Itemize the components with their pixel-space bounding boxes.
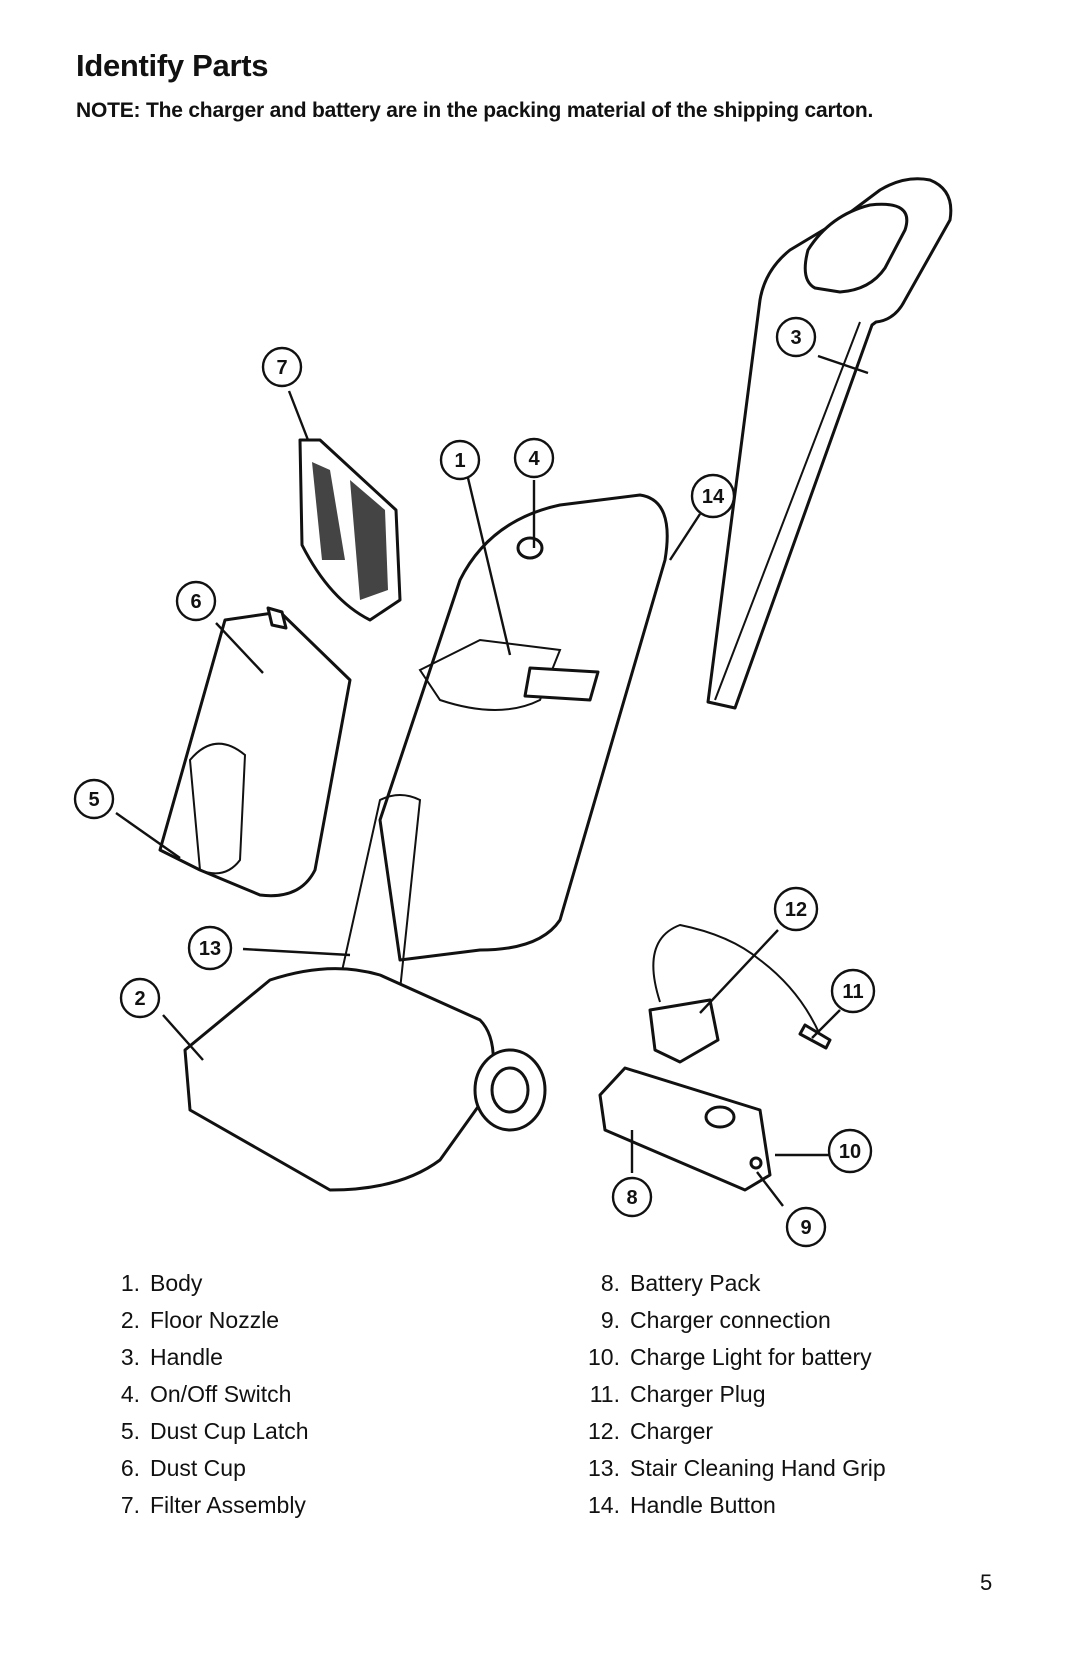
callout-12: 12 — [773, 886, 819, 932]
body-illustration — [339, 493, 669, 991]
callout-4: 4 — [513, 437, 555, 479]
svg-text:8: 8 — [626, 1187, 637, 1209]
list-item: 11.Charger Plug — [589, 1381, 766, 1407]
list-item: 12.Charger — [588, 1418, 714, 1444]
callout-8: 8 — [611, 1176, 653, 1218]
list-item: 2.Floor Nozzle — [120, 1307, 280, 1333]
svg-text:3: 3 — [790, 327, 801, 349]
svg-text:11: 11 — [842, 981, 863, 1003]
svg-text:10: 10 — [839, 1141, 861, 1163]
battery-pack-illustration — [598, 1066, 772, 1192]
callout-6: 6 — [175, 580, 217, 622]
list-item: 1.Body — [120, 1270, 203, 1296]
parts-list-left: 1.Body 2.Floor Nozzle 3.Handle 4.On/Off … — [80, 1265, 309, 1524]
handle-illustration — [706, 177, 953, 710]
list-item: 10.Charge Light for battery — [588, 1344, 872, 1370]
packing-note: NOTE: The charger and battery are in the… — [76, 99, 874, 122]
callout-9: 9 — [785, 1206, 827, 1248]
parts-list-right: 8.Battery Pack 9.Charger connection 10.C… — [560, 1265, 886, 1524]
svg-text:2: 2 — [134, 988, 145, 1010]
svg-text:7: 7 — [276, 357, 287, 379]
list-item: 5.Dust Cup Latch — [120, 1418, 309, 1444]
list-item: 14.Handle Button — [588, 1492, 776, 1518]
callout-3: 3 — [775, 316, 817, 358]
callout-11: 11 — [830, 968, 876, 1014]
leader-lines — [115, 354, 869, 1207]
svg-text:6: 6 — [190, 591, 201, 613]
page-number: 5 — [980, 1570, 993, 1595]
svg-text:9: 9 — [800, 1217, 811, 1239]
svg-text:14: 14 — [702, 486, 725, 508]
callout-7: 7 — [261, 346, 303, 388]
list-item: 7.Filter Assembly — [120, 1492, 306, 1518]
charger-illustration — [648, 923, 832, 1064]
svg-text:13: 13 — [199, 938, 221, 960]
svg-text:1: 1 — [454, 450, 465, 472]
list-item: 9.Charger connection — [600, 1307, 831, 1333]
dust-cup-illustration — [158, 606, 352, 898]
callout-14: 14 — [690, 473, 736, 519]
list-item: 8.Battery Pack — [600, 1270, 761, 1296]
list-item: 3.Handle — [120, 1344, 223, 1370]
callout-1: 1 — [439, 439, 481, 481]
svg-text:4: 4 — [528, 448, 540, 470]
callout-10: 10 — [827, 1128, 873, 1174]
parts-diagram: 1 2 3 4 5 6 7 8 9 10 11 12 13 14 — [73, 177, 953, 1248]
svg-text:12: 12 — [785, 899, 807, 921]
list-item: 6.Dust Cup — [120, 1455, 246, 1481]
callout-5: 5 — [73, 778, 115, 820]
page-title: Identify Parts — [76, 48, 269, 83]
list-item: 13.Stair Cleaning Hand Grip — [588, 1455, 886, 1481]
callout-13: 13 — [187, 925, 233, 971]
callout-2: 2 — [119, 977, 161, 1019]
filter-illustration — [298, 438, 402, 622]
svg-text:5: 5 — [88, 789, 99, 811]
list-item: 4.On/Off Switch — [120, 1381, 292, 1407]
floor-nozzle-illustration — [183, 967, 547, 1192]
